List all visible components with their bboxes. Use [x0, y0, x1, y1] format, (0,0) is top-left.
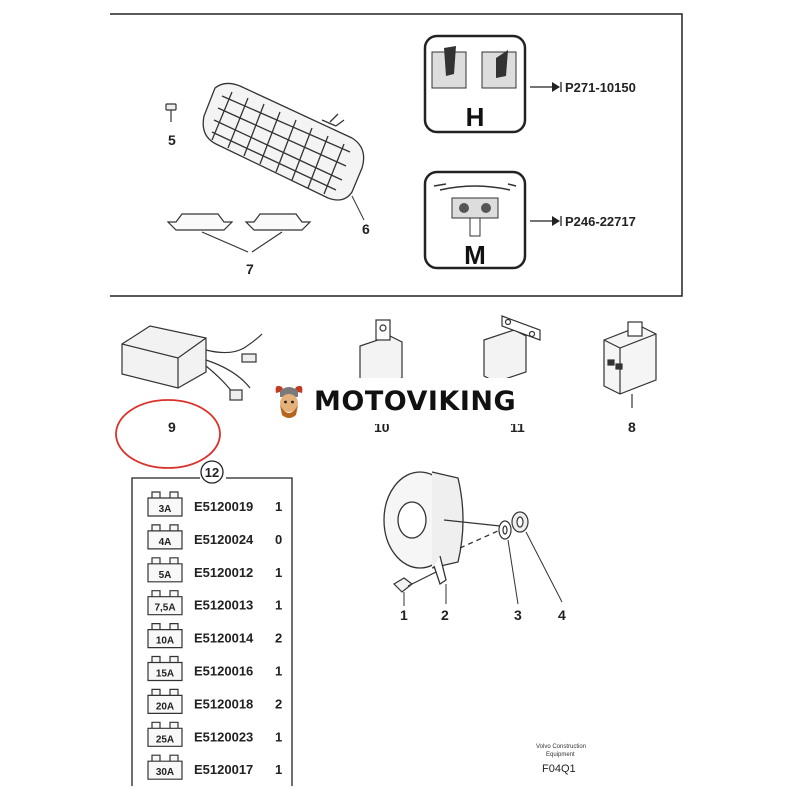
fuse-amp-label: 15A [156, 669, 174, 680]
fuse-part-number: E5120019 [194, 499, 253, 514]
fuse-icon [147, 524, 183, 550]
part-label-9: 9 [168, 419, 176, 435]
horn [383, 471, 501, 586]
fuse-icon [147, 623, 183, 649]
maker-line-1: Volvo Construction [536, 744, 586, 750]
fuse-amp-label: 30A [156, 767, 174, 778]
fuse-icon [147, 754, 183, 780]
part-label-3: 3 [514, 607, 522, 623]
fuse-part-number: E5120012 [194, 565, 253, 580]
watermark-banner: MOTOVIKING [262, 378, 536, 424]
fuse-icon [147, 590, 183, 616]
work-lamp [202, 82, 365, 201]
fuse-row: 4A E5120024 0 [147, 524, 282, 550]
fuse-amp-label: 7,5A [154, 603, 175, 614]
part-label-2: 2 [441, 607, 449, 623]
washer-icon [498, 520, 512, 540]
fuse-quantity: 2 [275, 696, 282, 711]
fuse-row: 5A E5120012 1 [147, 557, 282, 583]
fuse-amp-label: 20A [156, 701, 174, 712]
relay-module-9 [121, 325, 263, 401]
fuse-part-number: E5120024 [194, 532, 254, 547]
relay-11 [483, 315, 541, 383]
arrow-h-icon [552, 82, 560, 92]
fuse-box-callout-label: 12 [205, 465, 219, 480]
switch-h-letter: H [466, 102, 485, 132]
fuse-icon [147, 688, 183, 714]
fuse-amp-label: 3A [159, 504, 172, 515]
bolt-icon [393, 571, 437, 593]
fuse-amp-label: 25A [156, 734, 174, 745]
fuse-quantity: 1 [275, 729, 282, 744]
switch-m-ref: P246-22717 [565, 214, 636, 229]
fuse-part-number: E5120013 [194, 598, 253, 613]
fuse-row: 15A E5120016 1 [147, 655, 282, 682]
fuse-list: 3A E5120019 1 4A E5120024 0 5A E5120012 1 7,5A E51… [147, 491, 282, 780]
fuse-row: 10A E5120014 2 [147, 623, 282, 649]
top-panel-frame [110, 13, 683, 297]
switch-m-panel: M [423, 170, 527, 270]
fuse-quantity: 1 [275, 762, 282, 777]
fuse-quantity: 1 [275, 598, 282, 613]
fuse-part-number: E5120018 [194, 696, 253, 711]
nut-icon [511, 511, 529, 533]
horn-leaders [403, 531, 563, 606]
fuse-icon [147, 721, 183, 747]
arrow-m-icon [552, 216, 560, 226]
fuse-amp-label: 4A [159, 537, 172, 548]
relay-8 [603, 321, 657, 408]
figure-code: F04Q1 [542, 763, 576, 775]
part-label-8: 8 [628, 419, 636, 435]
fuse-quantity: 1 [275, 565, 282, 580]
fuse-icon [147, 491, 183, 517]
switch-h-panel: H [423, 34, 527, 134]
fuse-row: 30A E5120017 1 [147, 754, 282, 780]
fuse-box-callout [200, 460, 224, 484]
fuse-quantity: 1 [275, 664, 282, 679]
fuse-row: 7,5A E5120013 1 [147, 590, 282, 616]
switch-m-letter: M [464, 240, 486, 270]
maker-line-2: Equipment [546, 752, 575, 758]
fuse-part-number: E5120017 [194, 762, 253, 777]
fuse-amp-label: 5A [159, 570, 172, 581]
fuse-box-frame [131, 477, 293, 786]
leader-6 [351, 195, 365, 221]
bulb-pair-icon [166, 213, 312, 253]
fuse-part-number: E5120023 [194, 729, 253, 744]
fuse-icon [147, 557, 183, 583]
part-label-6: 6 [362, 221, 370, 237]
fuse-icon [147, 655, 183, 682]
screw-icon [165, 103, 177, 122]
fuse-amp-label: 10A [156, 636, 174, 647]
fuse-part-number: E5120014 [194, 631, 254, 646]
fuse-row: 3A E5120019 1 [147, 491, 282, 517]
fuse-row: 20A E5120018 2 [147, 688, 282, 714]
fuse-quantity: 1 [275, 499, 282, 514]
highlight-circle [115, 399, 221, 469]
part-label-7: 7 [246, 261, 254, 277]
fuse-part-number: E5120016 [194, 664, 253, 679]
fuse-row: 25A E5120023 1 [147, 721, 282, 747]
part-label-1: 1 [400, 607, 408, 623]
part-label-5: 5 [168, 132, 176, 148]
switch-h-ref: P271-10150 [565, 80, 636, 95]
part-label-4: 4 [558, 607, 566, 623]
watermark-text: MOTOVIKING [314, 385, 517, 417]
viking-logo-icon [275, 385, 303, 418]
fuse-quantity: 0 [275, 532, 282, 547]
fuse-quantity: 2 [275, 631, 282, 646]
